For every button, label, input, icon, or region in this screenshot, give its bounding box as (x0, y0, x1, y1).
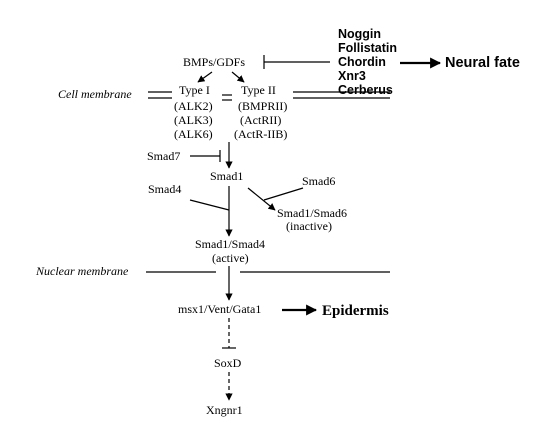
epidermis-label: Epidermis (322, 303, 389, 319)
smad4-label: Smad4 (148, 182, 181, 196)
inhibitor-xnr3: Xnr3 (338, 69, 366, 83)
ligand-to-type1-arrow (197, 71, 213, 83)
nuclear-membrane-label: Nuclear membrane (35, 264, 129, 278)
type2-receptor-label: Type II (241, 83, 276, 97)
smad1-label: Smad1 (210, 169, 243, 183)
inhibitor-chordin: Chordin (338, 55, 386, 69)
receptor-actr-iib: (ActR-IIB) (234, 127, 287, 141)
xngnr1-label: Xngnr1 (206, 403, 243, 417)
smad4-join-line (189, 199, 230, 211)
inhibitor-follistatin: Follistatin (338, 41, 397, 55)
type1-members: (ALK2) (ALK3) (ALK6) (174, 99, 213, 141)
smad1-smad4-label: Smad1/Smad4 (195, 237, 265, 251)
receptor-alk2: (ALK2) (174, 99, 213, 113)
receptor-alk3: (ALK3) (174, 113, 213, 127)
smad7-label: Smad7 (147, 149, 180, 163)
smad1-smad6-label: Smad1/Smad6 (277, 206, 347, 220)
inhibitor-cerberus: Cerberus (338, 83, 393, 97)
bmp-ligand-label: BMPs/GDFs (183, 55, 245, 69)
type1-receptor-label: Type I (179, 83, 210, 97)
receptor-actrii: (ActRII) (240, 113, 281, 127)
inhibitor-noggin: Noggin (338, 27, 381, 41)
soxd-label: SoxD (214, 356, 242, 370)
inactive-label: (inactive) (286, 219, 332, 233)
cell-membrane (148, 91, 390, 101)
smad1-to-inactive-arrow (247, 187, 276, 211)
cell-membrane-label: Cell membrane (58, 87, 132, 101)
inhibitor-list: Noggin Follistatin Chordin Xnr3 Cerberus (338, 27, 397, 97)
neural-fate-label: Neural fate (445, 55, 520, 71)
target-genes-label: msx1/Vent/Gata1 (178, 302, 261, 316)
receptor-alk6: (ALK6) (174, 127, 213, 141)
receptor-bmprii: (BMPRII) (238, 99, 287, 113)
smad6-label: Smad6 (302, 174, 335, 188)
active-label: (active) (212, 251, 249, 265)
type2-members: (BMPRII) (ActRII) (ActR-IIB) (234, 99, 287, 141)
smad6-join-line (263, 187, 304, 201)
ligand-to-type2-arrow (231, 71, 245, 83)
